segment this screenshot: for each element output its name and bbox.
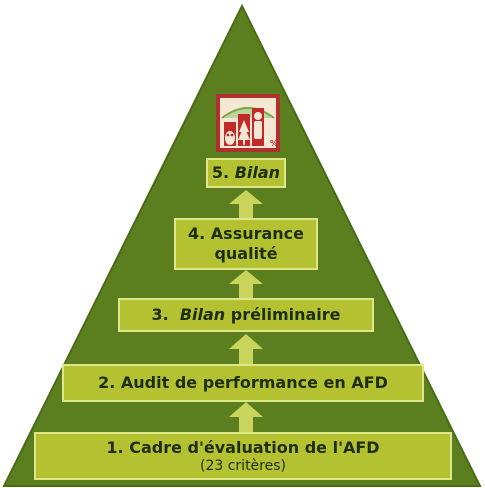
step-3-italic: Bilan <box>179 305 226 324</box>
arrow-up-icon <box>229 402 263 432</box>
step-4-title: Assurance <box>210 224 305 243</box>
step-2-text: Audit de performance en AFD <box>120 373 388 392</box>
person-icon <box>254 112 262 139</box>
step-3-label: 3. Bilan préliminaire <box>151 305 340 325</box>
step-1: 1. Cadre d'évaluation de l'AFD (23 critè… <box>34 432 452 480</box>
step-4-number: 4. <box>187 224 206 243</box>
step-1-label: 1. Cadre d'évaluation de l'AFD <box>106 438 379 458</box>
owl-icon <box>225 131 235 145</box>
tree-icon <box>238 120 250 145</box>
step-4-line2: qualité <box>214 244 278 263</box>
step-4-line1: 4. Assurance <box>188 224 304 244</box>
arrow-up-icon <box>229 190 263 218</box>
step-5-number: 5. <box>211 163 230 182</box>
step-3: 3. Bilan préliminaire <box>118 298 374 332</box>
step-3-rest: préliminaire <box>230 305 341 324</box>
logo-image: % <box>216 94 280 152</box>
step-2-number: 2. <box>98 373 116 392</box>
arrow-up-icon <box>229 334 263 364</box>
step-2: 2. Audit de performance en AFD <box>62 364 424 402</box>
step-1-number: 1. <box>106 438 124 457</box>
step-1-text: Cadre d'évaluation de l'AFD <box>129 438 380 457</box>
logo-percent: % <box>270 139 278 148</box>
arrow-up-icon <box>229 270 263 298</box>
step-4: 4. Assurance qualité <box>174 218 318 270</box>
step-5-label: 5. Bilan <box>212 163 280 183</box>
step-5-italic: Bilan <box>234 163 281 182</box>
step-3-number: 3. <box>151 305 169 324</box>
step-5: 5. Bilan <box>206 158 286 188</box>
step-1-subtitle: (23 critères) <box>200 458 286 474</box>
step-2-label: 2. Audit de performance en AFD <box>98 373 388 393</box>
